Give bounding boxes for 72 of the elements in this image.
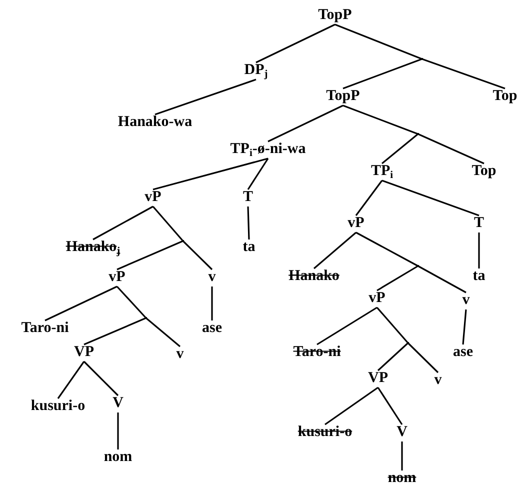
tree-branch	[116, 240, 184, 270]
tree-branch	[324, 386, 378, 426]
tree-node-label: ase	[201, 320, 223, 336]
tree-branch	[356, 232, 418, 267]
tree-branch	[152, 206, 184, 242]
tree-branch	[377, 387, 403, 425]
tree-branch	[478, 232, 480, 268]
tree-branch	[316, 306, 378, 346]
tree-node-label: v	[175, 346, 185, 362]
tree-branch	[418, 265, 466, 294]
tree-branch	[401, 442, 403, 470]
tree-branch	[145, 317, 181, 348]
tree-branch	[247, 158, 269, 190]
tree-node-label: TopP	[317, 6, 353, 24]
tree-branch	[376, 306, 409, 344]
tree-node-label: v	[207, 268, 217, 286]
tree-branch	[154, 78, 256, 116]
tree-branch	[376, 265, 418, 292]
tree-node-label: DP$_{j}$	[243, 62, 269, 78]
tree-branch	[211, 286, 213, 320]
tree-branch	[44, 286, 118, 322]
tree-node-label: T	[473, 214, 485, 232]
tree-node-label: vP	[346, 214, 366, 232]
tree-node-label: vP	[108, 268, 126, 286]
tree-node-label: ta	[242, 238, 256, 256]
tree-node-label: Top	[492, 88, 518, 104]
tree-node-label: vP	[368, 290, 386, 306]
tree-branch	[117, 412, 119, 450]
tree-branch	[342, 58, 422, 90]
tree-node-label: TopP	[325, 88, 361, 104]
tree-node-label: nom	[386, 470, 418, 486]
tree-node-label: Hanako-wa	[116, 114, 194, 130]
tree-node-label: Top	[470, 162, 498, 180]
tree-branch	[462, 309, 467, 345]
tree-branch	[355, 180, 383, 216]
tree-branch	[152, 158, 268, 190]
tree-node-label: VP	[73, 344, 95, 360]
tree-node-label: ta	[472, 268, 486, 284]
tree-node-label: Taro-ni	[20, 320, 70, 336]
tree-branch	[382, 133, 418, 164]
tree-node-label: kusuri-o	[30, 398, 86, 414]
tree-branch	[84, 317, 146, 346]
tree-branch	[116, 286, 147, 319]
tree-branch	[256, 24, 336, 64]
tree-branch	[422, 58, 506, 90]
tree-branch	[247, 206, 250, 240]
tree-node-label: v	[433, 372, 443, 388]
tree-node-label: VP	[367, 370, 389, 386]
tree-node-label: vP	[144, 188, 162, 206]
tree-branch	[334, 24, 422, 60]
tree-branch	[57, 361, 85, 399]
tree-branch	[268, 104, 344, 142]
tree-branch	[92, 206, 154, 240]
tree-branch	[182, 240, 213, 270]
tree-node-label: TP$_{i}$	[370, 162, 394, 180]
tree-node-label: TP$_{i}$-ø-ni-wa	[229, 140, 307, 158]
tree-branch	[377, 342, 409, 372]
tree-node-label: ase	[452, 344, 474, 360]
tree-branch	[83, 360, 119, 396]
tree-branch	[418, 133, 484, 164]
tree-node-label: v	[461, 292, 471, 308]
tree-node-label: kusuri-o	[296, 424, 354, 440]
tree-branch	[382, 180, 480, 216]
tree-branch	[313, 232, 357, 270]
tree-node-label: Hanako	[288, 268, 340, 284]
tree-node-label: V	[396, 424, 408, 440]
tree-node-label: nom	[102, 448, 134, 466]
tree-node-label: T	[242, 188, 254, 206]
tree-node-label: V	[112, 394, 124, 412]
tree-branch	[342, 104, 418, 135]
tree-node-label: Taro-ni	[292, 344, 342, 360]
tree-branch	[407, 342, 439, 374]
